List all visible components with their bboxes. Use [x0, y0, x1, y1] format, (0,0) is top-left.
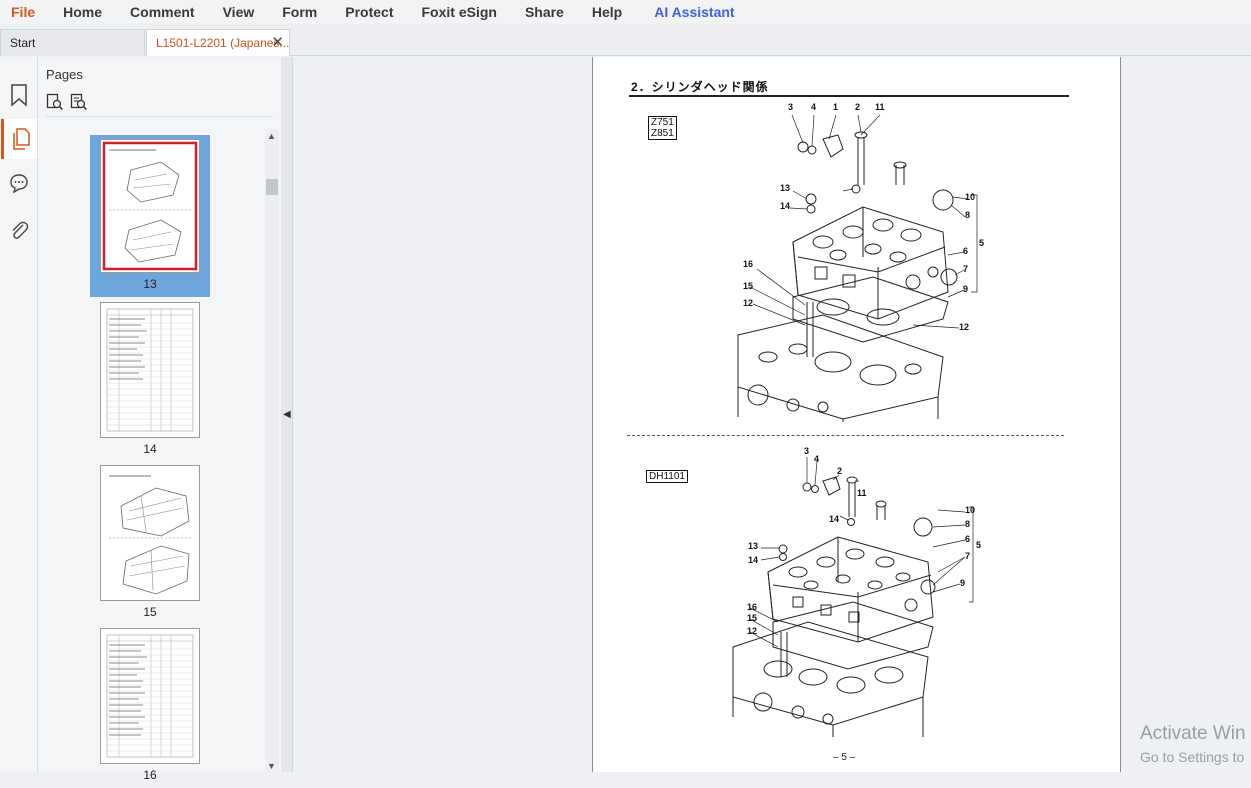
thumbnail-label: 15: [143, 605, 157, 619]
activation-watermark-sub: Go to Settings to: [1140, 749, 1245, 765]
callout-label: 7: [963, 264, 969, 274]
thumbnail-scrollbar[interactable]: ▲ ▼: [265, 129, 279, 772]
callout-label: 2: [837, 466, 843, 476]
callout-label: 11: [875, 102, 885, 112]
callout-label: 12: [959, 322, 970, 332]
menu-view[interactable]: View: [222, 4, 255, 20]
pages-panel: Pages: [38, 57, 281, 782]
callout-label: 4: [811, 102, 817, 112]
menu-help[interactable]: Help: [591, 4, 623, 20]
callout-label: 14: [780, 201, 791, 211]
diagram-separator: [627, 435, 1064, 436]
callout-label: 10: [965, 505, 976, 515]
callout-label: 5: [979, 238, 985, 248]
scrollbar-thumb[interactable]: [266, 179, 278, 195]
thumbnail-label: 14: [143, 442, 157, 456]
callout-label: 7: [965, 551, 971, 561]
menu-bar: File Home Comment View Form Protect Foxi…: [0, 0, 1251, 24]
pages-icon[interactable]: [1, 119, 37, 159]
panel-collapse-handle[interactable]: ◀: [281, 57, 293, 772]
callout-label: 15: [747, 613, 758, 623]
tab-start[interactable]: Start: [0, 29, 145, 56]
callout-label: 9: [963, 284, 969, 294]
thumbnail-label: 13: [143, 277, 157, 291]
close-tab-icon[interactable]: ✕: [271, 34, 284, 51]
callout-label: 16: [747, 602, 758, 612]
callout-label: 5: [976, 540, 982, 550]
thumbnail-page-14[interactable]: 14: [90, 302, 210, 462]
model-label-dh1101: DH1101: [646, 470, 688, 483]
insert-page-icon[interactable]: [46, 93, 64, 111]
thumbnail-label: 16: [143, 768, 157, 782]
menu-comment[interactable]: Comment: [130, 4, 195, 20]
panel-divider: [46, 116, 273, 117]
menu-ai-assistant[interactable]: AI Assistant: [654, 4, 735, 20]
menu-foxit-esign[interactable]: Foxit eSign: [421, 4, 497, 20]
menu-file[interactable]: File: [11, 4, 36, 20]
comments-icon[interactable]: [1, 163, 37, 203]
callout-label: 3: [804, 446, 810, 456]
thumbnail-image: [100, 302, 200, 438]
thumbnail-page-15[interactable]: 15: [90, 465, 210, 625]
callout-label: 10: [965, 192, 976, 202]
menu-protect[interactable]: Protect: [345, 4, 394, 20]
callout-label: 3: [788, 102, 794, 112]
callout-label: 14: [829, 514, 840, 524]
pdf-page: 2．シリンダヘッド関係 Z751 Z851: [592, 57, 1121, 772]
tab-start-label: Start: [10, 36, 36, 50]
scroll-down-icon[interactable]: ▼: [267, 761, 276, 771]
thumbnail-page-13[interactable]: 13: [90, 135, 210, 297]
callout-label: 12: [743, 298, 754, 308]
callout-label: 4: [814, 454, 820, 464]
menu-share[interactable]: Share: [524, 4, 564, 20]
callout-label: 2: [855, 102, 861, 112]
scroll-up-icon[interactable]: ▲: [267, 131, 276, 141]
callout-label: 16: [743, 259, 754, 269]
thumbnail-image: [100, 628, 200, 764]
callout-label: 11: [857, 488, 867, 498]
document-tab-bar: Start L1501-L2201 (Japanes... ✕: [0, 24, 1251, 56]
callout-label: 13: [748, 541, 759, 551]
activation-watermark: Activate Win: [1140, 723, 1246, 744]
menu-home[interactable]: Home: [63, 4, 103, 20]
page-heading: 2．シリンダヘッド関係: [631, 80, 769, 94]
callout-label: 14: [748, 555, 759, 565]
thumbnail-image: [100, 465, 200, 601]
document-view: 2．シリンダヘッド関係 Z751 Z851: [294, 57, 1251, 772]
thumbnail-list: 13 14: [38, 119, 265, 782]
collapse-left-icon[interactable]: ◀: [283, 409, 291, 420]
menu-form[interactable]: Form: [282, 4, 318, 20]
callout-label: 8: [965, 210, 971, 220]
model-z851-text: Z851: [651, 128, 674, 139]
navigation-rail: [0, 57, 38, 772]
bookmark-icon[interactable]: [1, 75, 37, 115]
callout-label: 1: [833, 102, 839, 112]
callout-label: 12: [747, 626, 758, 636]
model-z751-text: Z751: [651, 117, 674, 128]
thumbnail-page-16[interactable]: 16: [90, 628, 210, 788]
thumbnail-image: [100, 139, 200, 273]
callout-label: 8: [965, 519, 971, 529]
panel-title: Pages: [46, 67, 83, 82]
tab-document-label: L1501-L2201 (Japanes...: [156, 36, 290, 50]
callout-label: 6: [963, 246, 969, 256]
tab-document[interactable]: L1501-L2201 (Japanes... ✕: [146, 29, 290, 56]
page-options-icon[interactable]: [70, 93, 88, 111]
heading-rule: [629, 95, 1069, 97]
callout-label: 9: [960, 578, 966, 588]
model-label-z751: Z751 Z851: [648, 116, 677, 140]
callout-label: 15: [743, 281, 754, 291]
cylinder-head-diagram-top: [732, 114, 978, 737]
attachment-icon[interactable]: [1, 210, 37, 250]
callout-label: 6: [965, 534, 971, 544]
callout-label: 13: [780, 183, 791, 193]
page-number: – 5 –: [833, 752, 856, 763]
